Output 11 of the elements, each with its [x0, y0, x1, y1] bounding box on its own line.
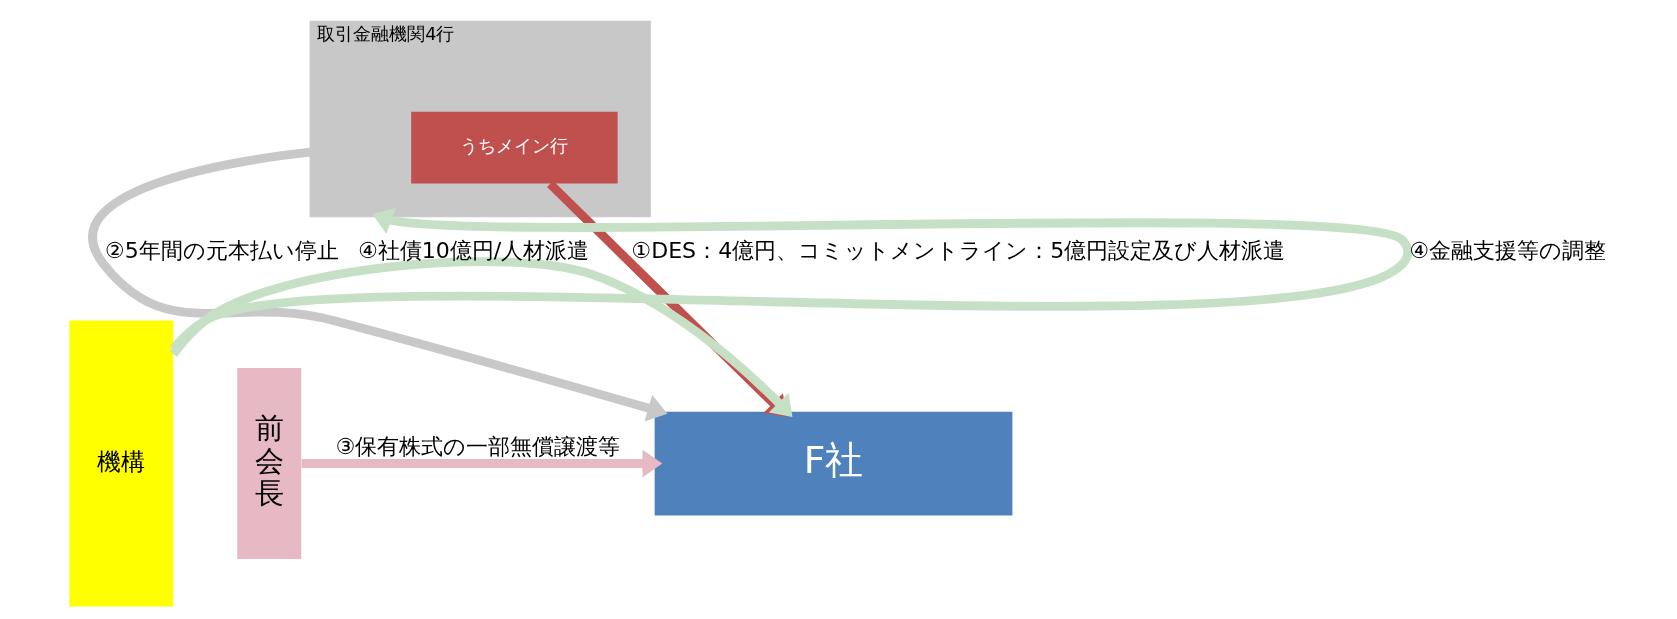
node-box: 機構 [69, 320, 174, 607]
edge-label: ②5年間の元本払い停止 [104, 237, 339, 263]
node-box: うちメイン行 [411, 111, 618, 184]
arrow [301, 449, 663, 478]
edge-label: ③保有株式の一部無償譲渡等 [335, 433, 621, 459]
node-box: F社 [654, 411, 1013, 516]
edge-label: ④社債10億円/人材派遣 [357, 237, 590, 263]
edge-label: ④金融支援等の調整 [1409, 237, 1607, 263]
node-box: 前会長 [237, 368, 302, 560]
edge-label: ①DES：4億円、コミットメントライン：5億円設定及び人材派遣 [631, 237, 1286, 263]
arrow [89, 147, 668, 422]
